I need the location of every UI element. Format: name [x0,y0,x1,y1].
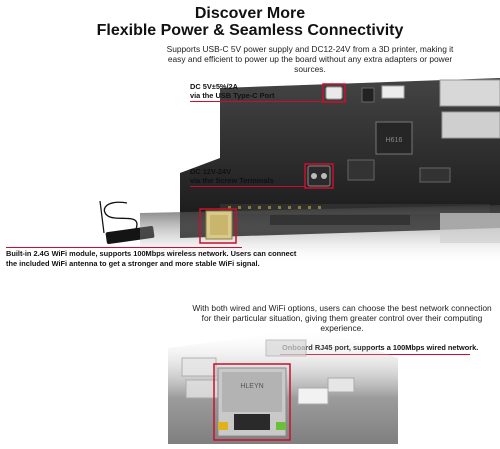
network-description: With both wired and WiFi options, users … [192,303,492,333]
power-description: Supports USB-C 5V power supply and DC12-… [166,44,454,74]
wifi-callout-line [6,247,242,248]
screw-power-label-line2: via the Screw Terminals [190,176,274,185]
rj45-brand: HLEYN [240,383,263,390]
wifi-description: Built-in 2.4G WiFi module, supports 100M… [6,249,297,268]
screw-callout-line [190,186,306,187]
title-line-1: Discover More [194,5,306,22]
screw-power-label-line1: DC 12V-24V [190,167,232,176]
rj45-label: Onboard RJ45 port, supports a 100Mbps wi… [282,343,479,352]
board-top-image: H616 [180,78,500,238]
usb-power-label-line2: via the USB Type-C Port [190,91,275,100]
board-bottom-graphic: HLEYN [168,328,398,444]
board-top-graphic: H616 [180,78,500,238]
usb-power-label-line1: DC 5V±5%/2A [190,82,239,91]
board-bottom-image: HLEYN [168,318,398,444]
usb-power-label: DC 5V±5%/2A via the USB Type-C Port [190,82,274,100]
svg-text:H616: H616 [386,137,403,144]
screw-power-label: DC 12V-24V via the Screw Terminals [190,167,274,185]
board-middle-image [140,205,500,265]
board-middle-graphic [140,205,500,265]
title-line-2: Flexible Power & Seamless Connectivity [96,22,404,39]
usb-callout-line [190,101,322,102]
